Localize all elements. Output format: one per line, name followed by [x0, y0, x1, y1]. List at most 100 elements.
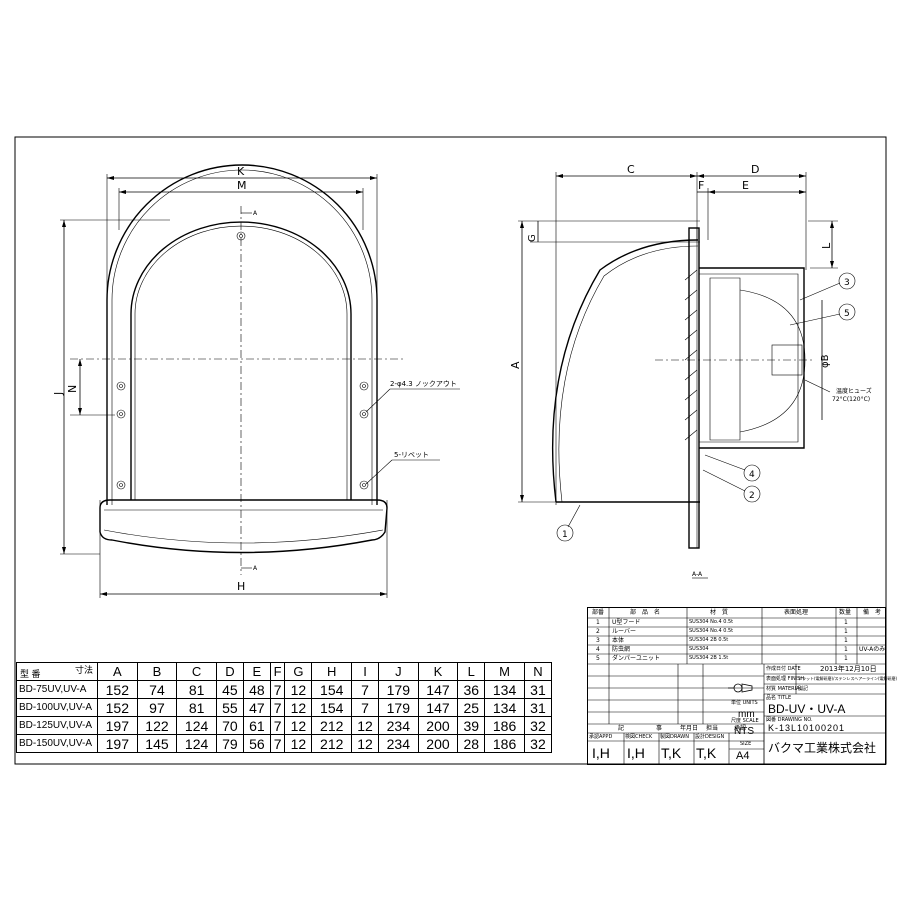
dimension-value-cell: 81 — [176, 680, 217, 699]
dimension-value-cell: 7 — [351, 680, 379, 699]
fuse-note-name: 温度ヒューズ — [836, 387, 872, 395]
dimension-value-cell: 12 — [284, 680, 313, 699]
column-header: B — [136, 662, 178, 681]
dim-label-L: L — [820, 242, 833, 249]
approval-label-appd: 承認APPD — [589, 734, 613, 740]
section-label: A-A — [692, 571, 703, 578]
dimension-value-cell: 25 — [457, 698, 486, 717]
approval-name-design: T,K — [696, 745, 717, 761]
dimension-value-cell: 179 — [378, 680, 419, 699]
revision-header-charge: 担当 — [706, 725, 719, 732]
parts-row-qty: 1 — [844, 619, 848, 626]
dimension-value-cell: 200 — [417, 716, 459, 735]
dimension-value-cell: 79 — [215, 734, 244, 753]
dim-label-N: N — [66, 385, 79, 393]
parts-row-material: SUS304 — [689, 646, 709, 652]
dim-label-J: J — [52, 392, 65, 396]
approval-label-drawn: 製図DRAWN — [660, 734, 689, 740]
column-header: A — [97, 662, 138, 681]
dimension-value-cell: 47 — [242, 698, 271, 717]
revision-header-mark: 記 — [618, 725, 625, 732]
parts-header-finish: 表面処理 — [784, 609, 809, 616]
dimension-value-cell: 12 — [351, 716, 379, 735]
units-label: 単位 UNITS — [731, 700, 758, 706]
parts-header-name: 部 品 名 — [630, 609, 661, 616]
parts-row-material: SUS304 No.4 0.5t — [689, 619, 734, 625]
dimension-table-header: 寸法 型 番 A B C D E F G H I J K L M N — [16, 662, 553, 681]
fuse-note-temp: 72°C(120°C) — [832, 396, 870, 403]
drawing-no-label: 図番 DRAWING NO. — [766, 717, 813, 723]
dimension-value-cell: 179 — [378, 698, 419, 717]
approval-label-check: 検図CHECK — [625, 734, 653, 740]
dimension-value-cell: 124 — [176, 716, 217, 735]
dimension-value-cell: 212 — [311, 716, 353, 735]
section-mark-bottom: A — [253, 565, 258, 572]
dimension-value-cell: 147 — [417, 680, 459, 699]
drawing-no-value: K-13L10100201 — [768, 723, 846, 733]
callout-3: 3 — [844, 278, 850, 288]
section-mark-top: A — [253, 210, 258, 217]
scale-label: 尺度 SCALE — [731, 718, 759, 724]
dimension-value-cell: 234 — [378, 734, 419, 753]
dim-label-H: H — [237, 580, 245, 593]
callout-1: 1 — [562, 530, 568, 540]
dimension-value-cell: 39 — [457, 716, 486, 735]
corner-label-dimensions: 寸法 — [74, 665, 93, 675]
dimension-value-cell: 81 — [176, 698, 217, 717]
dimension-value-cell: 61 — [242, 716, 271, 735]
column-header: L — [457, 662, 486, 681]
finish-label: 表面処理 FINISH — [766, 676, 805, 682]
dimension-value-cell: 48 — [242, 680, 271, 699]
dim-label-K: K — [237, 165, 245, 178]
parts-row-qty: 1 — [844, 646, 848, 653]
dimension-value-cell: 12 — [351, 734, 379, 753]
title-block-grid — [588, 608, 885, 764]
dimension-value-cell: 12 — [284, 698, 313, 717]
dim-label-F: F — [698, 179, 704, 192]
dimension-value-cell: 134 — [484, 680, 525, 699]
title-label: 品名 TITLE — [766, 695, 792, 701]
dimension-value-cell: 234 — [378, 716, 419, 735]
dimension-value-cell: 31 — [523, 698, 553, 717]
dimension-value-cell: 7 — [269, 734, 286, 753]
title-value: BD-UV・UV-A — [768, 702, 846, 716]
material-value: 別記 — [798, 686, 809, 692]
scale-value: NTS — [734, 726, 754, 737]
corner-label-model: 型 番 — [20, 669, 41, 679]
dim-label-G: G — [527, 234, 538, 242]
dimension-value-cell: 197 — [97, 716, 138, 735]
dimension-value-cell: 7 — [269, 716, 286, 735]
dimension-value-cell: 32 — [523, 716, 553, 735]
revision-header-approve: 承認 — [734, 725, 747, 732]
model-cell: BD-100UV,UV-A — [16, 698, 98, 717]
parts-row-no: 1 — [596, 619, 600, 626]
parts-row-qty: 1 — [844, 637, 848, 644]
dimension-value-cell: 186 — [484, 734, 525, 753]
parts-row-name: ルーバー — [612, 628, 636, 635]
sheet-border — [14, 136, 887, 765]
dimension-value-cell: 28 — [457, 734, 486, 753]
dimension-value-cell: 154 — [311, 680, 353, 699]
model-cell: BD-125UV,UV-A — [16, 716, 98, 735]
approval-name-check: I,H — [627, 745, 645, 761]
dim-label-B: φB — [820, 354, 831, 368]
dimension-value-cell: 212 — [311, 734, 353, 753]
dimension-value-cell: 74 — [136, 680, 178, 699]
dimension-value-cell: 36 — [457, 680, 486, 699]
dimension-value-cell: 154 — [311, 698, 353, 717]
column-header: F — [269, 662, 286, 681]
dimension-value-cell: 31 — [523, 680, 553, 699]
rivet-note: 5-リベット — [394, 451, 429, 459]
column-header: J — [378, 662, 419, 681]
column-header: I — [351, 662, 379, 681]
parts-row-name: 防虫網 — [612, 646, 631, 653]
dimension-value-cell: 55 — [215, 698, 244, 717]
dim-label-C: C — [627, 163, 635, 176]
dimension-value-cell: 186 — [484, 716, 525, 735]
dimension-value-cell: 145 — [136, 734, 178, 753]
units-value: mm — [738, 709, 755, 720]
dimension-value-cell: 70 — [215, 716, 244, 735]
dimension-value-cell: 97 — [136, 698, 178, 717]
size-label: SIZE — [740, 741, 752, 747]
